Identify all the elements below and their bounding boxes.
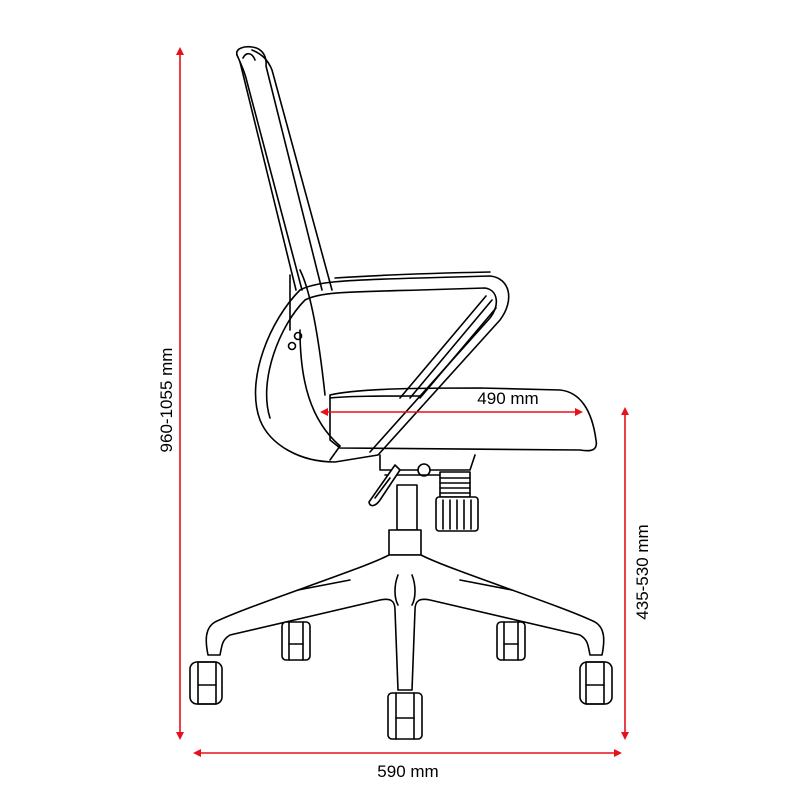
caster-center [387,692,423,740]
dimension-overall-width [193,749,622,757]
five-star-base [205,554,605,691]
adjustment-lever [368,464,401,507]
gas-lift [388,484,422,556]
dimension-overall-height [176,47,184,740]
backrest [235,45,333,331]
label-seat-depth: 490 mm [477,389,538,408]
seat [299,269,598,461]
dimension-seat-depth [320,408,583,416]
label-seat-height: 435-530 mm [633,524,652,619]
caster-back-left [281,621,311,661]
tension-knob [435,471,479,532]
armrest-frame [254,271,510,463]
caster-front-left [189,661,223,705]
label-overall-width: 590 mm [377,762,438,781]
label-overall-height: 960-1055 mm [157,348,176,453]
caster-back-right [496,621,526,661]
caster-front-right [579,661,613,705]
dimension-seat-height [621,407,629,740]
